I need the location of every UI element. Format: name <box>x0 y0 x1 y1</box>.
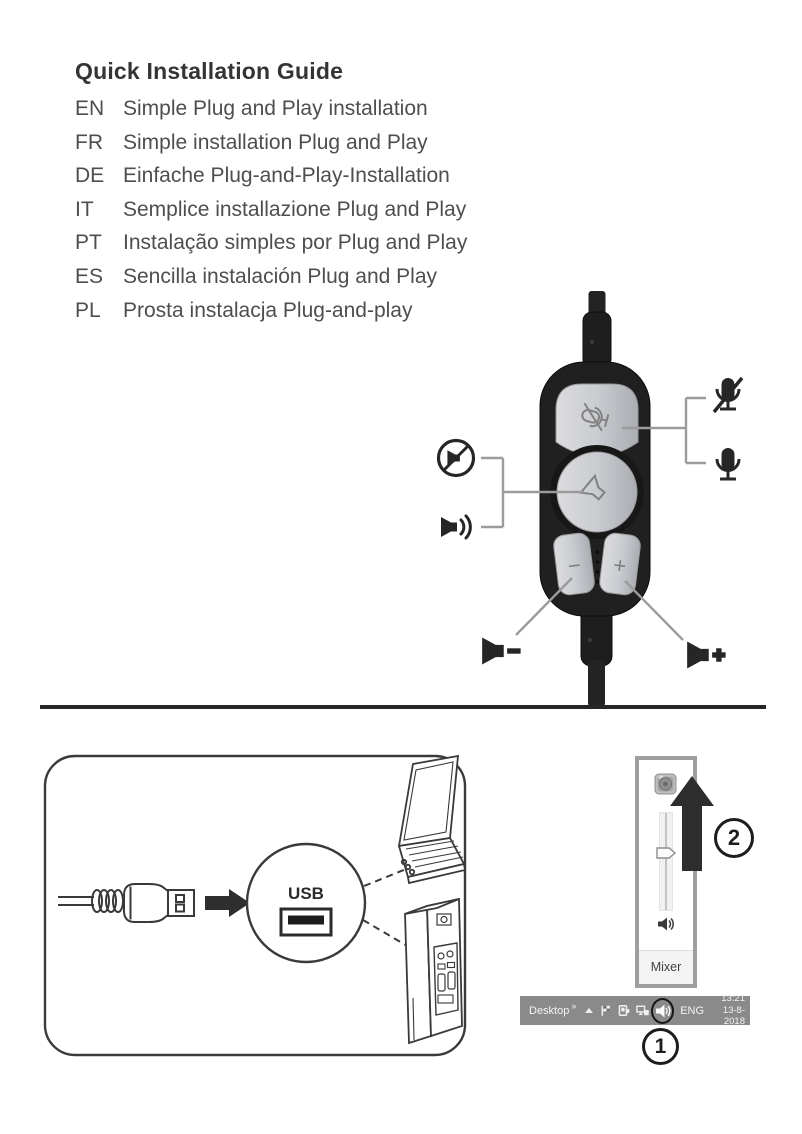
volume-down-engraving: − <box>566 552 582 578</box>
desktop-toolbar-label: Desktop <box>529 1004 570 1017</box>
usb-connection-illustration: USB <box>43 754 467 1057</box>
desktop-tower-drawing <box>404 897 463 1045</box>
lang-row-pl: PL Prosta instalacja Plug-and-play <box>75 294 467 328</box>
insert-arrow-icon <box>205 889 250 917</box>
lang-code: ES <box>75 264 104 288</box>
tray-network-icon <box>636 1005 649 1016</box>
step-2-badge: 2 <box>714 818 754 858</box>
volume-slider-track <box>659 812 673 911</box>
remote-speaker-mute-button <box>550 445 644 539</box>
lang-text: Simple Plug and Play installation <box>123 97 428 120</box>
lang-text: Sencilla instalación Plug and Play <box>123 264 438 288</box>
lang-row-es: ES Sencilla instalación Plug and Play <box>75 260 467 294</box>
speaker-on-icon <box>441 514 472 540</box>
clock: 13:21 13-8-2018 <box>704 993 745 1029</box>
tray-flag-icon <box>601 1005 611 1016</box>
volume-up-engraving: + <box>612 552 628 578</box>
remote-cable <box>580 291 613 708</box>
section-divider <box>40 705 766 709</box>
lang-text: Instalação simples por Plug and Play <box>123 231 468 255</box>
microphone-muted-icon <box>712 376 744 414</box>
callout-lines <box>481 396 706 641</box>
step2-up-arrow-icon <box>670 776 714 871</box>
remote-grip-dots <box>595 550 600 584</box>
lang-code: IT <box>75 197 94 221</box>
lang-code: EN <box>75 97 105 120</box>
speaker-muted-circle-icon <box>436 438 476 478</box>
speaker-minus-icon <box>482 637 521 665</box>
remote-volume-down-button: − <box>553 532 595 596</box>
language-indicator: ENG <box>680 1004 705 1017</box>
laptop-drawing <box>397 754 467 885</box>
lang-text: Prosta instalacja Plug-and-play <box>123 298 413 322</box>
lang-text: Semplice installazione Plug and Play <box>123 197 467 221</box>
lang-row-fr: FR Simple installation Plug and Play <box>75 126 467 160</box>
usb-port-label: USB <box>288 884 324 903</box>
tray-speaker-icon <box>651 997 675 1024</box>
speaker-highlight-circle <box>651 997 675 1024</box>
show-hidden-icons-caret-icon <box>585 1008 594 1013</box>
toolbar-overflow-chevron: » <box>571 1000 577 1011</box>
lang-code: DE <box>75 164 105 188</box>
lang-code: PL <box>75 298 101 322</box>
usb-plug-drawing <box>58 883 195 923</box>
tray-remove-hardware-icon <box>618 1005 630 1016</box>
speaker-device-image <box>654 773 677 795</box>
remote-volume-up-button: + <box>599 532 641 596</box>
microphone-icon <box>715 448 741 481</box>
guide-text-block: Quick Installation Guide EN Simple Plug … <box>75 58 467 327</box>
windows-taskbar: Desktop » ENG 13:21 1 <box>520 993 750 1027</box>
mixer-button: Mixer <box>639 950 693 984</box>
lang-text: Simple installation Plug and Play <box>123 130 428 154</box>
lang-text: Einfache Plug-and-Play-Installation <box>123 164 450 188</box>
lang-row-it: IT Semplice installazione Plug and Play <box>75 193 467 227</box>
volume-slider-handle <box>656 847 676 859</box>
page-title: Quick Installation Guide <box>75 58 344 84</box>
lang-row-pt: PT Instalação simples por Plug and Play <box>75 226 467 260</box>
usb-port-zoom-circle: USB <box>245 842 367 964</box>
lang-code: PT <box>75 231 102 255</box>
mic-mute-engraving-icon <box>581 402 610 432</box>
headset-inline-remote-illustration: − + <box>436 291 744 708</box>
clock-time: 13:21 <box>721 992 745 1004</box>
zoom-callout-dashes <box>362 854 442 948</box>
speaker-volume-icon <box>658 917 674 931</box>
usb-port-icon <box>279 907 333 937</box>
lang-row-en: EN Simple Plug and Play installation <box>75 92 467 126</box>
step-1-badge: 1 <box>642 1028 679 1065</box>
lang-code: FR <box>75 130 103 154</box>
lang-row-de: DE Einfache Plug-and-Play-Installation <box>75 159 467 193</box>
speaker-plus-icon <box>687 641 726 669</box>
clock-date: 13-8-2018 <box>722 1004 745 1028</box>
